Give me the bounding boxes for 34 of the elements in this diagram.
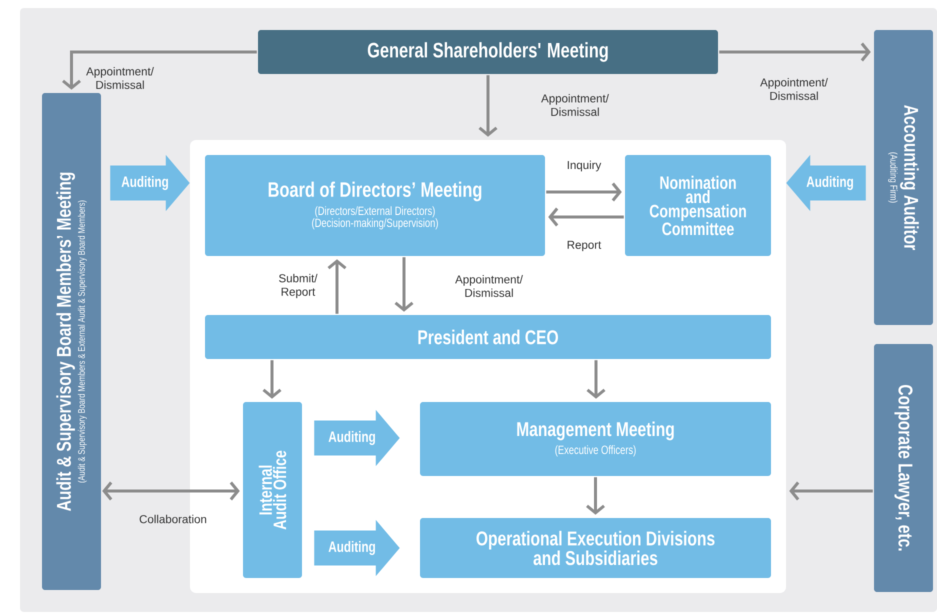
arrow <box>586 360 606 399</box>
arrow <box>586 477 605 515</box>
arrow <box>262 360 282 399</box>
arrow <box>719 42 871 62</box>
edge-label: Collaboration <box>140 514 206 524</box>
committee-box: Nomination and Compensation Committee <box>625 155 771 256</box>
edge-label: Appointment/ Dismissal <box>760 78 828 100</box>
arrow <box>548 208 624 226</box>
meeting-box: General Shareholders' Meeting <box>258 30 718 74</box>
audit-office-box: Internal Audit Office <box>243 402 302 578</box>
edge-label: Appointment/ Dismissal <box>541 94 609 116</box>
arrow <box>62 50 257 90</box>
arrow <box>394 257 414 312</box>
arrow <box>478 75 498 137</box>
divisions-box: Operational Execution Divisions and Subsidiaries <box>420 518 771 578</box>
arrow <box>102 482 240 500</box>
edge-label: Submit/ Report <box>279 274 318 298</box>
edge-label: Report <box>568 240 602 252</box>
edge-label: Appointment/ Dismissal <box>86 67 154 89</box>
edge-label: Auditing <box>806 176 853 190</box>
edge-label: Appointment/ Dismissal <box>455 275 523 297</box>
edge-label: Auditing <box>328 540 375 556</box>
arrow <box>328 259 346 314</box>
arrow <box>546 182 622 202</box>
board-box: Audit & Supervisory Board Members’ Meeting (Audit & Supervisory Board Members & External Audit & Supervisory Board Members) <box>42 93 101 590</box>
board-box: Board of Directors’ Meeting (Directors/External Directors) (Decision-making/Supervision) <box>205 155 545 256</box>
meeting-box: Management Meeting (Executive Officers) <box>420 402 771 476</box>
arrow <box>789 482 873 500</box>
lawyer-box: Corporate Lawyer, etc. <box>874 344 933 592</box>
auditor-box: Accounting Auditor (Auditing Firm) <box>874 30 933 325</box>
edge-label: Auditing <box>328 430 375 446</box>
edge-label: Auditing <box>122 176 168 190</box>
edge-label: Inquiry <box>568 160 602 172</box>
president-box: President and CEO <box>205 315 771 359</box>
